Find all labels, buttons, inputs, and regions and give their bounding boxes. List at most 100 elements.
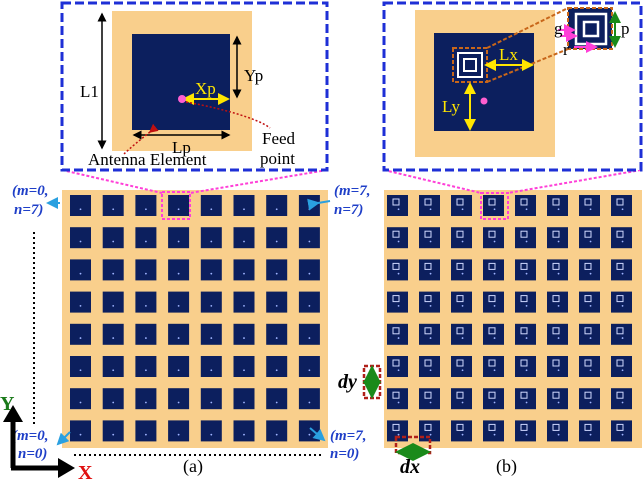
slot-b-r1-c4	[520, 230, 528, 238]
patch-a-r1-c6	[266, 227, 288, 249]
patch-a-r2-c2	[135, 259, 157, 281]
patch-a-r6-c2	[135, 388, 157, 410]
feed-dot-b-r4-c5	[557, 337, 560, 339]
axis-y-label: Y	[0, 393, 15, 415]
patch-a-r3-c2	[135, 291, 157, 313]
slot-b-r3-c7	[616, 295, 624, 303]
feed-dot-b-r2-c3	[493, 272, 496, 275]
feed-dot-a-r2-c4	[210, 272, 213, 275]
corner-arrow-bottom-left	[56, 431, 71, 446]
feed-dot-a-r1-c2	[145, 240, 147, 243]
feed-dot-b-r5-c5	[557, 369, 560, 372]
feed-dot-a-r0-c2	[145, 208, 147, 211]
patch-a-r4-c0	[70, 323, 91, 345]
patch-a-r7-c7	[298, 420, 320, 442]
feed-dot-a-r1-c0	[79, 240, 82, 243]
feed-dot-a-r3-c0	[79, 304, 82, 307]
patch-a-r6-c0	[70, 388, 91, 410]
label-r: r	[563, 40, 569, 59]
patch-a-r3-c1	[102, 291, 124, 313]
feed-dot-b-r7-c3	[493, 433, 496, 436]
slot-b-r7-c6	[584, 423, 592, 431]
feed-dot-a-r5-c1	[112, 369, 115, 372]
slot-b-r6-c2	[456, 391, 464, 399]
feed-dot-a-r4-c6	[275, 337, 278, 339]
corner-top-left-1: (m=0,	[12, 183, 48, 199]
slot-b-r2-c2	[456, 262, 464, 270]
feed-dot-b-r6-c5	[557, 401, 560, 404]
feed-dot-a-r7-c0	[79, 433, 82, 436]
feed-dot-b-r3-c1	[429, 304, 432, 307]
feed-dot-b-r2-c7	[621, 272, 624, 275]
feed-dot-b-r4-c2	[461, 337, 464, 339]
label-point: point	[260, 149, 295, 168]
feed-dot-a-r0-c5	[243, 208, 245, 211]
slot-b-r0-c3	[488, 198, 496, 206]
slot-b-r2-c6	[584, 262, 592, 270]
feed-dot-a-r6-c7	[308, 401, 311, 404]
feed-dot-a-r4-c1	[112, 337, 115, 339]
patch-a-r4-c1	[102, 323, 124, 345]
slot-b-r1-c1	[424, 230, 432, 238]
feed-dot-a-r6-c5	[243, 401, 245, 404]
label-Lp: Lp	[172, 138, 191, 157]
array-grid-b	[384, 190, 642, 448]
feed-dot-a-r3-c3	[177, 304, 180, 307]
axis-y-arrowhead	[3, 405, 23, 422]
patch-a-r7-c2	[135, 420, 157, 442]
patch-a-r7-c1	[102, 420, 124, 442]
label-g: g	[554, 19, 563, 38]
feed-dot-a-r0-c6	[275, 208, 278, 211]
slot-b-r3-c0	[392, 295, 400, 303]
label-Lx: Lx	[499, 45, 518, 64]
slot-b-r2-c7	[616, 262, 624, 270]
feed-dot-a-r5-c6	[275, 369, 278, 372]
feed-dot-b-r4-c3	[493, 337, 496, 339]
patch-a-r1-c0	[70, 227, 91, 249]
patch-a-r0-c0	[70, 195, 91, 216]
feed-dot-a-r3-c6	[275, 304, 278, 307]
slot-b-r7-c3	[488, 423, 496, 431]
feed-dot-b-r1-c0	[397, 240, 400, 243]
feed-dot-a-r2-c6	[275, 272, 278, 275]
substrate-a	[62, 190, 328, 448]
feed-dot-a-r7-c3	[177, 433, 180, 436]
feed-dot-b-r7-c1	[429, 433, 432, 436]
patch-a-r4-c3	[168, 323, 190, 345]
slot-b-r5-c4	[520, 359, 528, 367]
label-p: p	[621, 19, 630, 38]
slot-b-r4-c5	[552, 327, 560, 335]
array-grid-a	[62, 190, 328, 448]
slot-b-r1-c3	[488, 230, 496, 238]
feed-dot-b-r0-c4	[525, 208, 528, 211]
feed-dot-a-r4-c2	[145, 337, 147, 339]
feed-dot-b-r5-c4	[525, 369, 528, 372]
slot-b-r7-c7	[616, 423, 624, 431]
feed-dot-b-r1-c6	[589, 240, 592, 243]
patch-a-r6-c4	[200, 388, 222, 410]
feed-dot-a-r3-c4	[210, 304, 213, 307]
patch-a-r7-c5	[233, 420, 255, 442]
highlight-cell-b	[480, 192, 509, 220]
feed-dot-a-r2-c0	[79, 272, 82, 275]
feed-dot-b-r4-c7	[621, 337, 624, 339]
patch-a-r3-c0	[70, 291, 91, 313]
patch-a-r1-c2	[135, 227, 157, 249]
slot-b-r7-c5	[552, 423, 560, 431]
feed-dot-a-r6-c1	[112, 401, 115, 404]
slot-b-r6-c0	[392, 391, 400, 399]
label-antenna-element: Antenna Element	[88, 150, 207, 169]
patch-a-r6-c7	[298, 388, 320, 410]
feed-dot-b-r5-c7	[621, 369, 624, 372]
slot-b-r5-c0	[392, 359, 400, 367]
feed-point-marker	[178, 95, 186, 103]
feed-dot-a-r2-c2	[145, 272, 147, 275]
patch-a-r5-c5	[233, 356, 255, 377]
feed-dot-a-r6-c0	[79, 401, 82, 404]
patch-a-r3-c7	[298, 291, 320, 313]
slot-b-r3-c3	[488, 295, 496, 303]
feed-dot-b-r6-c2	[461, 401, 464, 404]
slot-b-r2-c0	[392, 262, 400, 270]
feed-dot-a-r7-c2	[145, 433, 147, 436]
